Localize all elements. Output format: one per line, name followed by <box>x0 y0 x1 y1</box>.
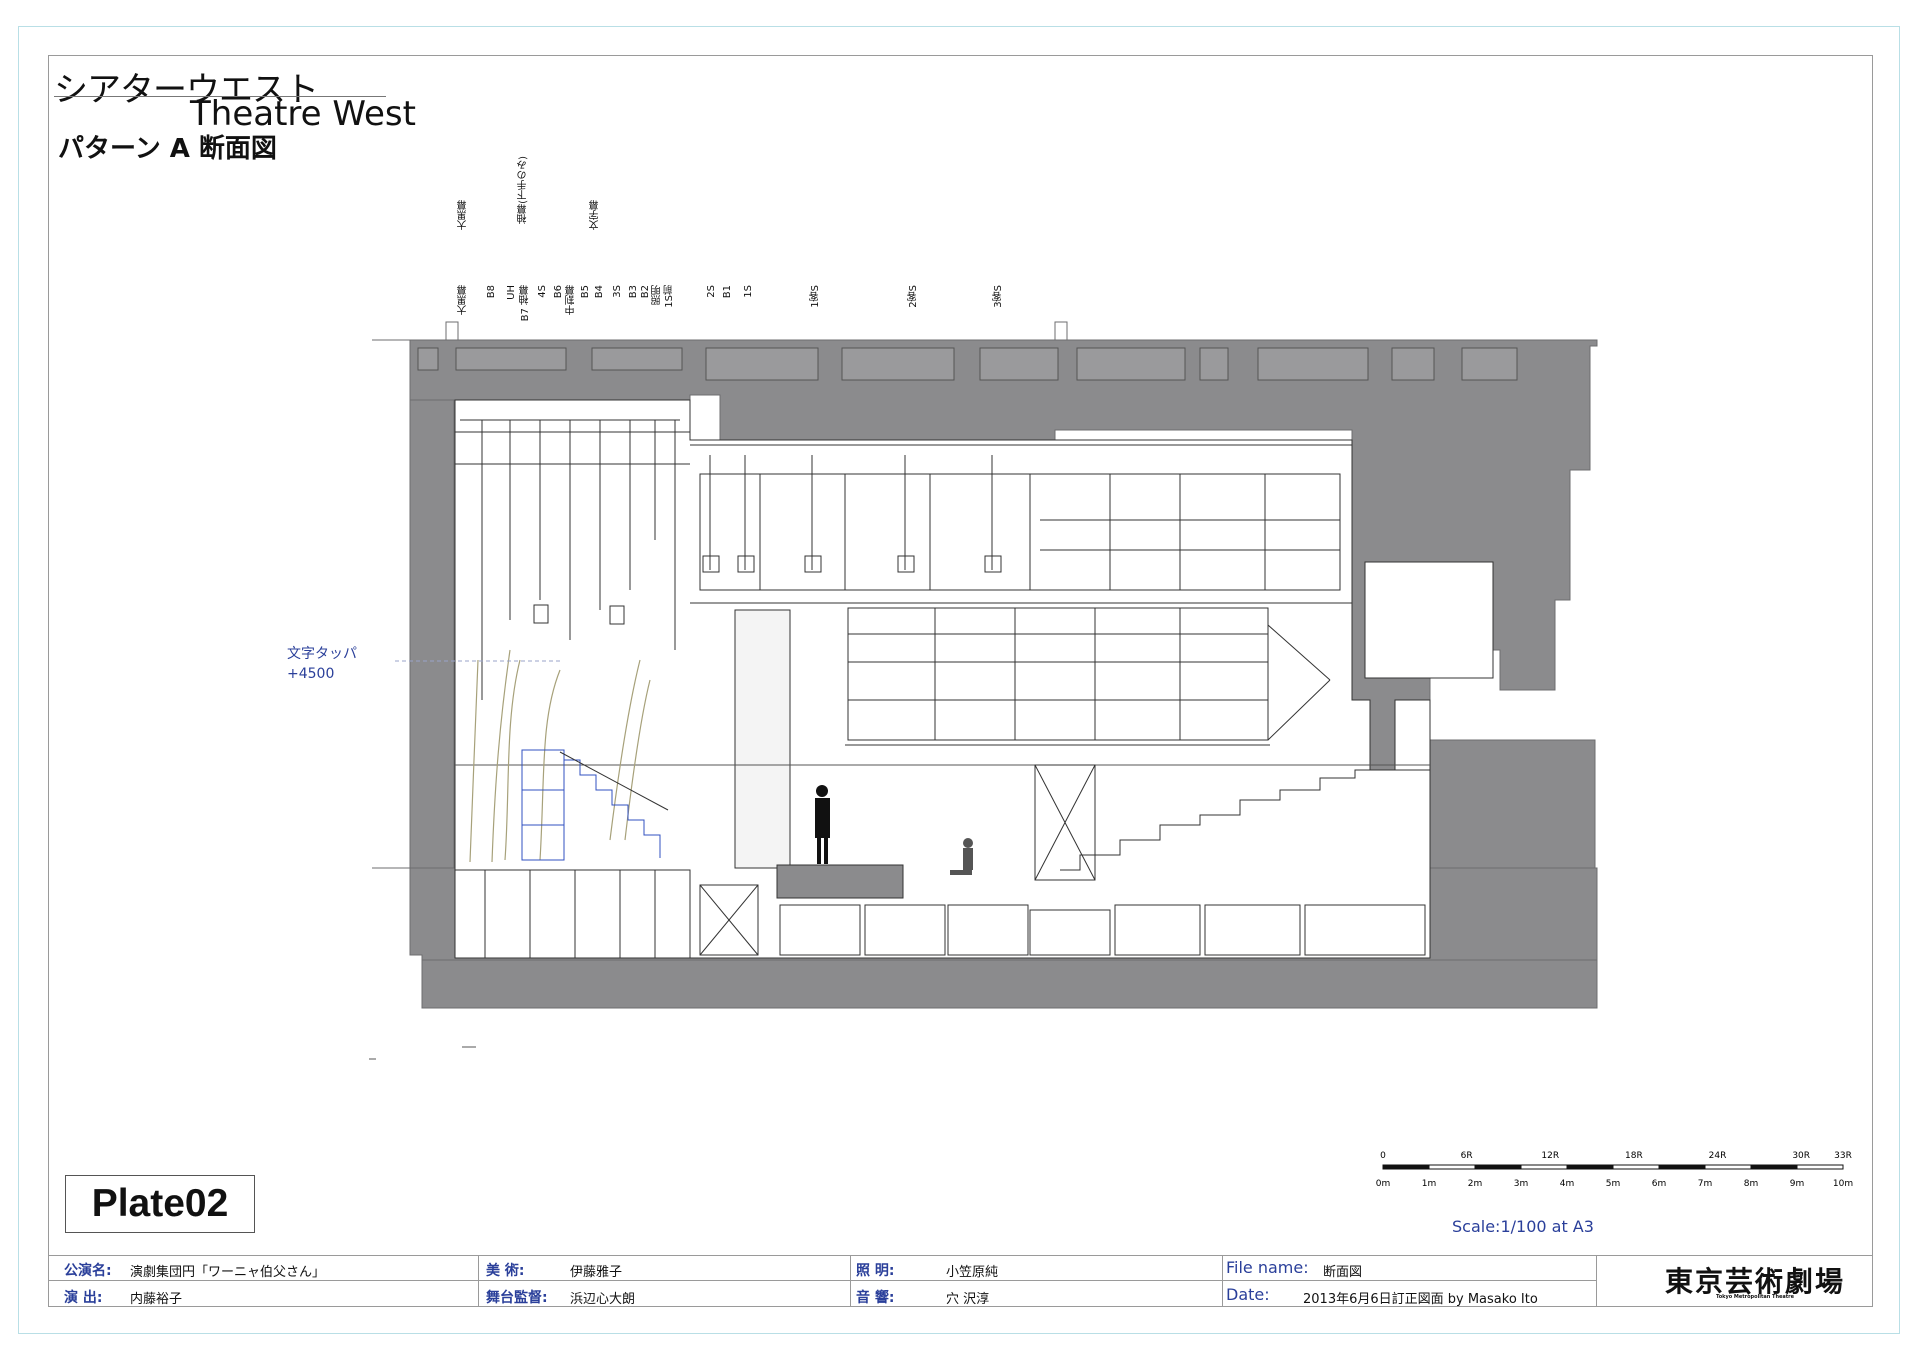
scale-upper-label: 12R <box>1541 1151 1559 1161</box>
interior-space <box>454 399 1494 959</box>
figure-seated <box>950 838 973 875</box>
sound-label: 音 響: <box>856 1290 895 1306</box>
date-value: 2013年6月6日訂正図面 by Masako Ito <box>1303 1292 1538 1307</box>
scale-upper-label: 24R <box>1709 1151 1727 1161</box>
stage-set <box>469 649 651 863</box>
lighting-value: 小笠原純 <box>946 1265 999 1280</box>
scale-segment <box>1796 1164 1844 1170</box>
outer-frame <box>18 26 1900 1334</box>
scale-segment <box>1704 1164 1752 1170</box>
theatre-logo: 東京芸術劇場 <box>1664 1265 1845 1298</box>
scale-lower-label: 7m <box>1698 1179 1713 1189</box>
scale-upper-label: 6R <box>1461 1151 1473 1161</box>
sound-value: 穴 沢淳 <box>946 1292 990 1307</box>
stage-manager-label: 舞台監督: <box>486 1290 548 1306</box>
drawing-subtitle: パターン A 断面図 <box>58 134 277 164</box>
scale-segment <box>1382 1164 1430 1170</box>
scale-lower-label: 2m <box>1468 1179 1483 1189</box>
title-japanese: シアターウエスト <box>54 70 319 110</box>
performance-value: 演劇集団円「ワーニャ伯父さん」 <box>130 1265 326 1280</box>
date-label: Date: <box>1226 1285 1270 1304</box>
scale-text: Scale:1/100 at A3 <box>1452 1217 1594 1236</box>
art-label: 美 術: <box>486 1263 525 1279</box>
scale-segment <box>1428 1164 1476 1170</box>
scale-segment <box>1750 1164 1798 1170</box>
drawing-frame <box>48 55 1873 1307</box>
title-english: Theatre West <box>190 94 416 134</box>
plate-number: Plate02 <box>65 1175 255 1233</box>
director-label: 演 出: <box>64 1290 103 1306</box>
scale-lower-label: 6m <box>1652 1179 1667 1189</box>
height-annotation-value: +4500 <box>287 666 335 682</box>
height-annotation: 文字タッパ +4500 <box>287 644 357 684</box>
scale-segment <box>1520 1164 1568 1170</box>
scale-lower-label: 5m <box>1606 1179 1621 1189</box>
title-underline <box>54 96 386 97</box>
scale-lower-label: 0m <box>1376 1179 1391 1189</box>
scale-segment <box>1566 1164 1614 1170</box>
stage-stairs <box>521 749 661 861</box>
scale-lower-label: 1m <box>1422 1179 1437 1189</box>
scale-upper-ticks: 0 6R 12R 18R 24R 30R 33R <box>1380 1151 1852 1170</box>
raked-seating <box>1034 764 1430 881</box>
scale-lower-label: 3m <box>1514 1179 1529 1189</box>
scale-segment <box>1474 1164 1522 1170</box>
scale-segment <box>1658 1164 1706 1170</box>
scale-lower-label: 9m <box>1790 1179 1805 1189</box>
theatre-logo-subtitle: Tokyo Metropolitan Theatre <box>1715 1294 1795 1300</box>
scale-upper-label: 18R <box>1625 1151 1643 1161</box>
stage-manager-value: 浜辺心大朗 <box>570 1292 636 1307</box>
height-annotation-label: 文字タッパ <box>287 646 357 662</box>
scale-bar: 0 6R 12R 18R 24R 30R 33R 0m 1m 2m 3m 4m 5m 6m 7m 8m 9m 1… <box>1376 1151 1853 1189</box>
scale-lower-label: 8m <box>1744 1179 1759 1189</box>
substage <box>454 869 1426 959</box>
fly-system <box>455 419 1352 746</box>
scale-upper-label: 30R <box>1792 1151 1810 1161</box>
stage-platform <box>776 864 904 899</box>
scale-segment <box>1612 1164 1660 1170</box>
file-name-value: 断面図 <box>1323 1265 1363 1280</box>
director-value: 内藤裕子 <box>130 1292 183 1307</box>
proscenium <box>734 609 791 869</box>
scale-upper-label: 0 <box>1380 1151 1386 1161</box>
scale-lower-label: 4m <box>1560 1179 1575 1189</box>
file-name-label: File name: <box>1226 1258 1309 1277</box>
scale-upper-label: 33R <box>1834 1151 1852 1161</box>
scale-lower-ticks: 0m 1m 2m 3m 4m 5m 6m 7m 8m 9m 10m <box>1376 1179 1853 1189</box>
figure-actor <box>815 785 830 864</box>
scale-lower-label: 10m <box>1833 1179 1853 1189</box>
performance-label: 公演名: <box>64 1263 112 1279</box>
roof-openings <box>417 347 1518 381</box>
lighting-label: 照 明: <box>856 1263 895 1279</box>
art-value: 伊藤雅子 <box>570 1265 623 1280</box>
